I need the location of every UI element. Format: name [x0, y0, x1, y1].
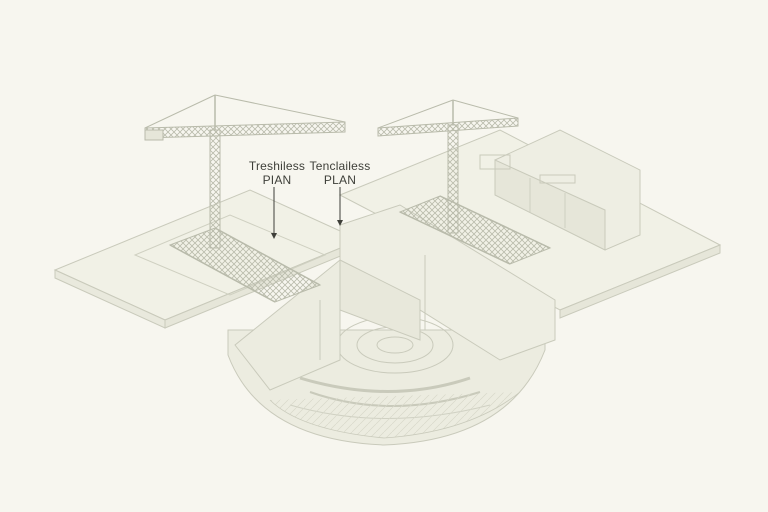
right-truss-trench	[398, 195, 552, 265]
building	[479, 129, 641, 251]
label-right: Tenclailess PLAN	[305, 159, 375, 187]
right-tower-crane	[377, 99, 519, 234]
label-right-line1: Tenclailess	[309, 159, 371, 173]
label-right-line2: PLAN	[323, 173, 357, 187]
left-truss-trench	[168, 227, 322, 303]
label-left-line1: Treshiless	[248, 159, 306, 173]
label-pointers	[271, 187, 343, 239]
label-left-line2: PIAN	[262, 173, 292, 187]
label-left: Treshiless PIAN	[242, 159, 312, 187]
central-cut-block	[234, 204, 556, 391]
right-platform	[338, 129, 722, 319]
left-tower-crane	[144, 94, 346, 249]
